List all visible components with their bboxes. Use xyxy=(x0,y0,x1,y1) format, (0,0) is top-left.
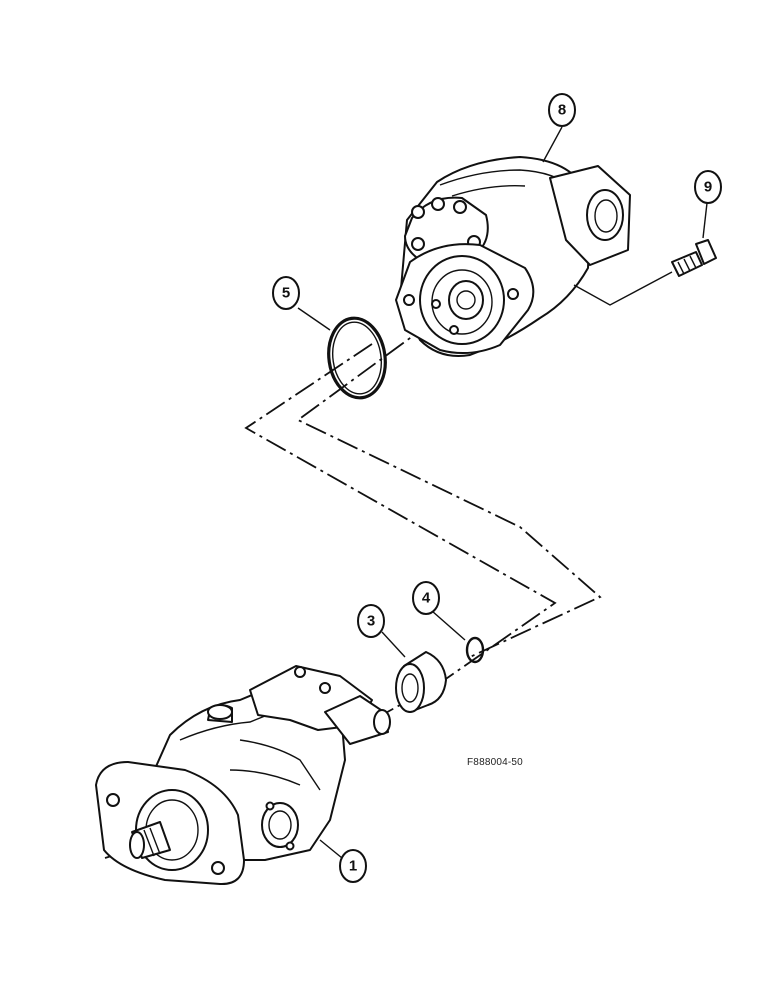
bolt-part-9 xyxy=(671,239,717,277)
svg-text:1: 1 xyxy=(349,858,357,875)
svg-text:5: 5 xyxy=(282,285,290,302)
callout-5: 5 xyxy=(272,276,300,310)
snap-ring-part-4 xyxy=(465,636,485,664)
callout-1: 1 xyxy=(339,849,367,883)
gear-pump-part-8 xyxy=(395,156,673,357)
svg-text:4: 4 xyxy=(422,590,431,607)
callout-leaders xyxy=(297,126,708,859)
svg-text:8: 8 xyxy=(558,102,566,119)
o-ring-part-5 xyxy=(327,316,387,400)
callout-9: 9 xyxy=(694,170,722,204)
callout-3: 3 xyxy=(357,604,385,638)
svg-text:3: 3 xyxy=(367,613,375,630)
piston-pump-part-1 xyxy=(95,665,391,886)
callout-8: 8 xyxy=(548,93,576,127)
figure-code: F888004-50 xyxy=(467,757,523,768)
svg-text:9: 9 xyxy=(704,179,712,196)
callout-4: 4 xyxy=(412,581,440,615)
coupling-part-3 xyxy=(395,651,447,713)
